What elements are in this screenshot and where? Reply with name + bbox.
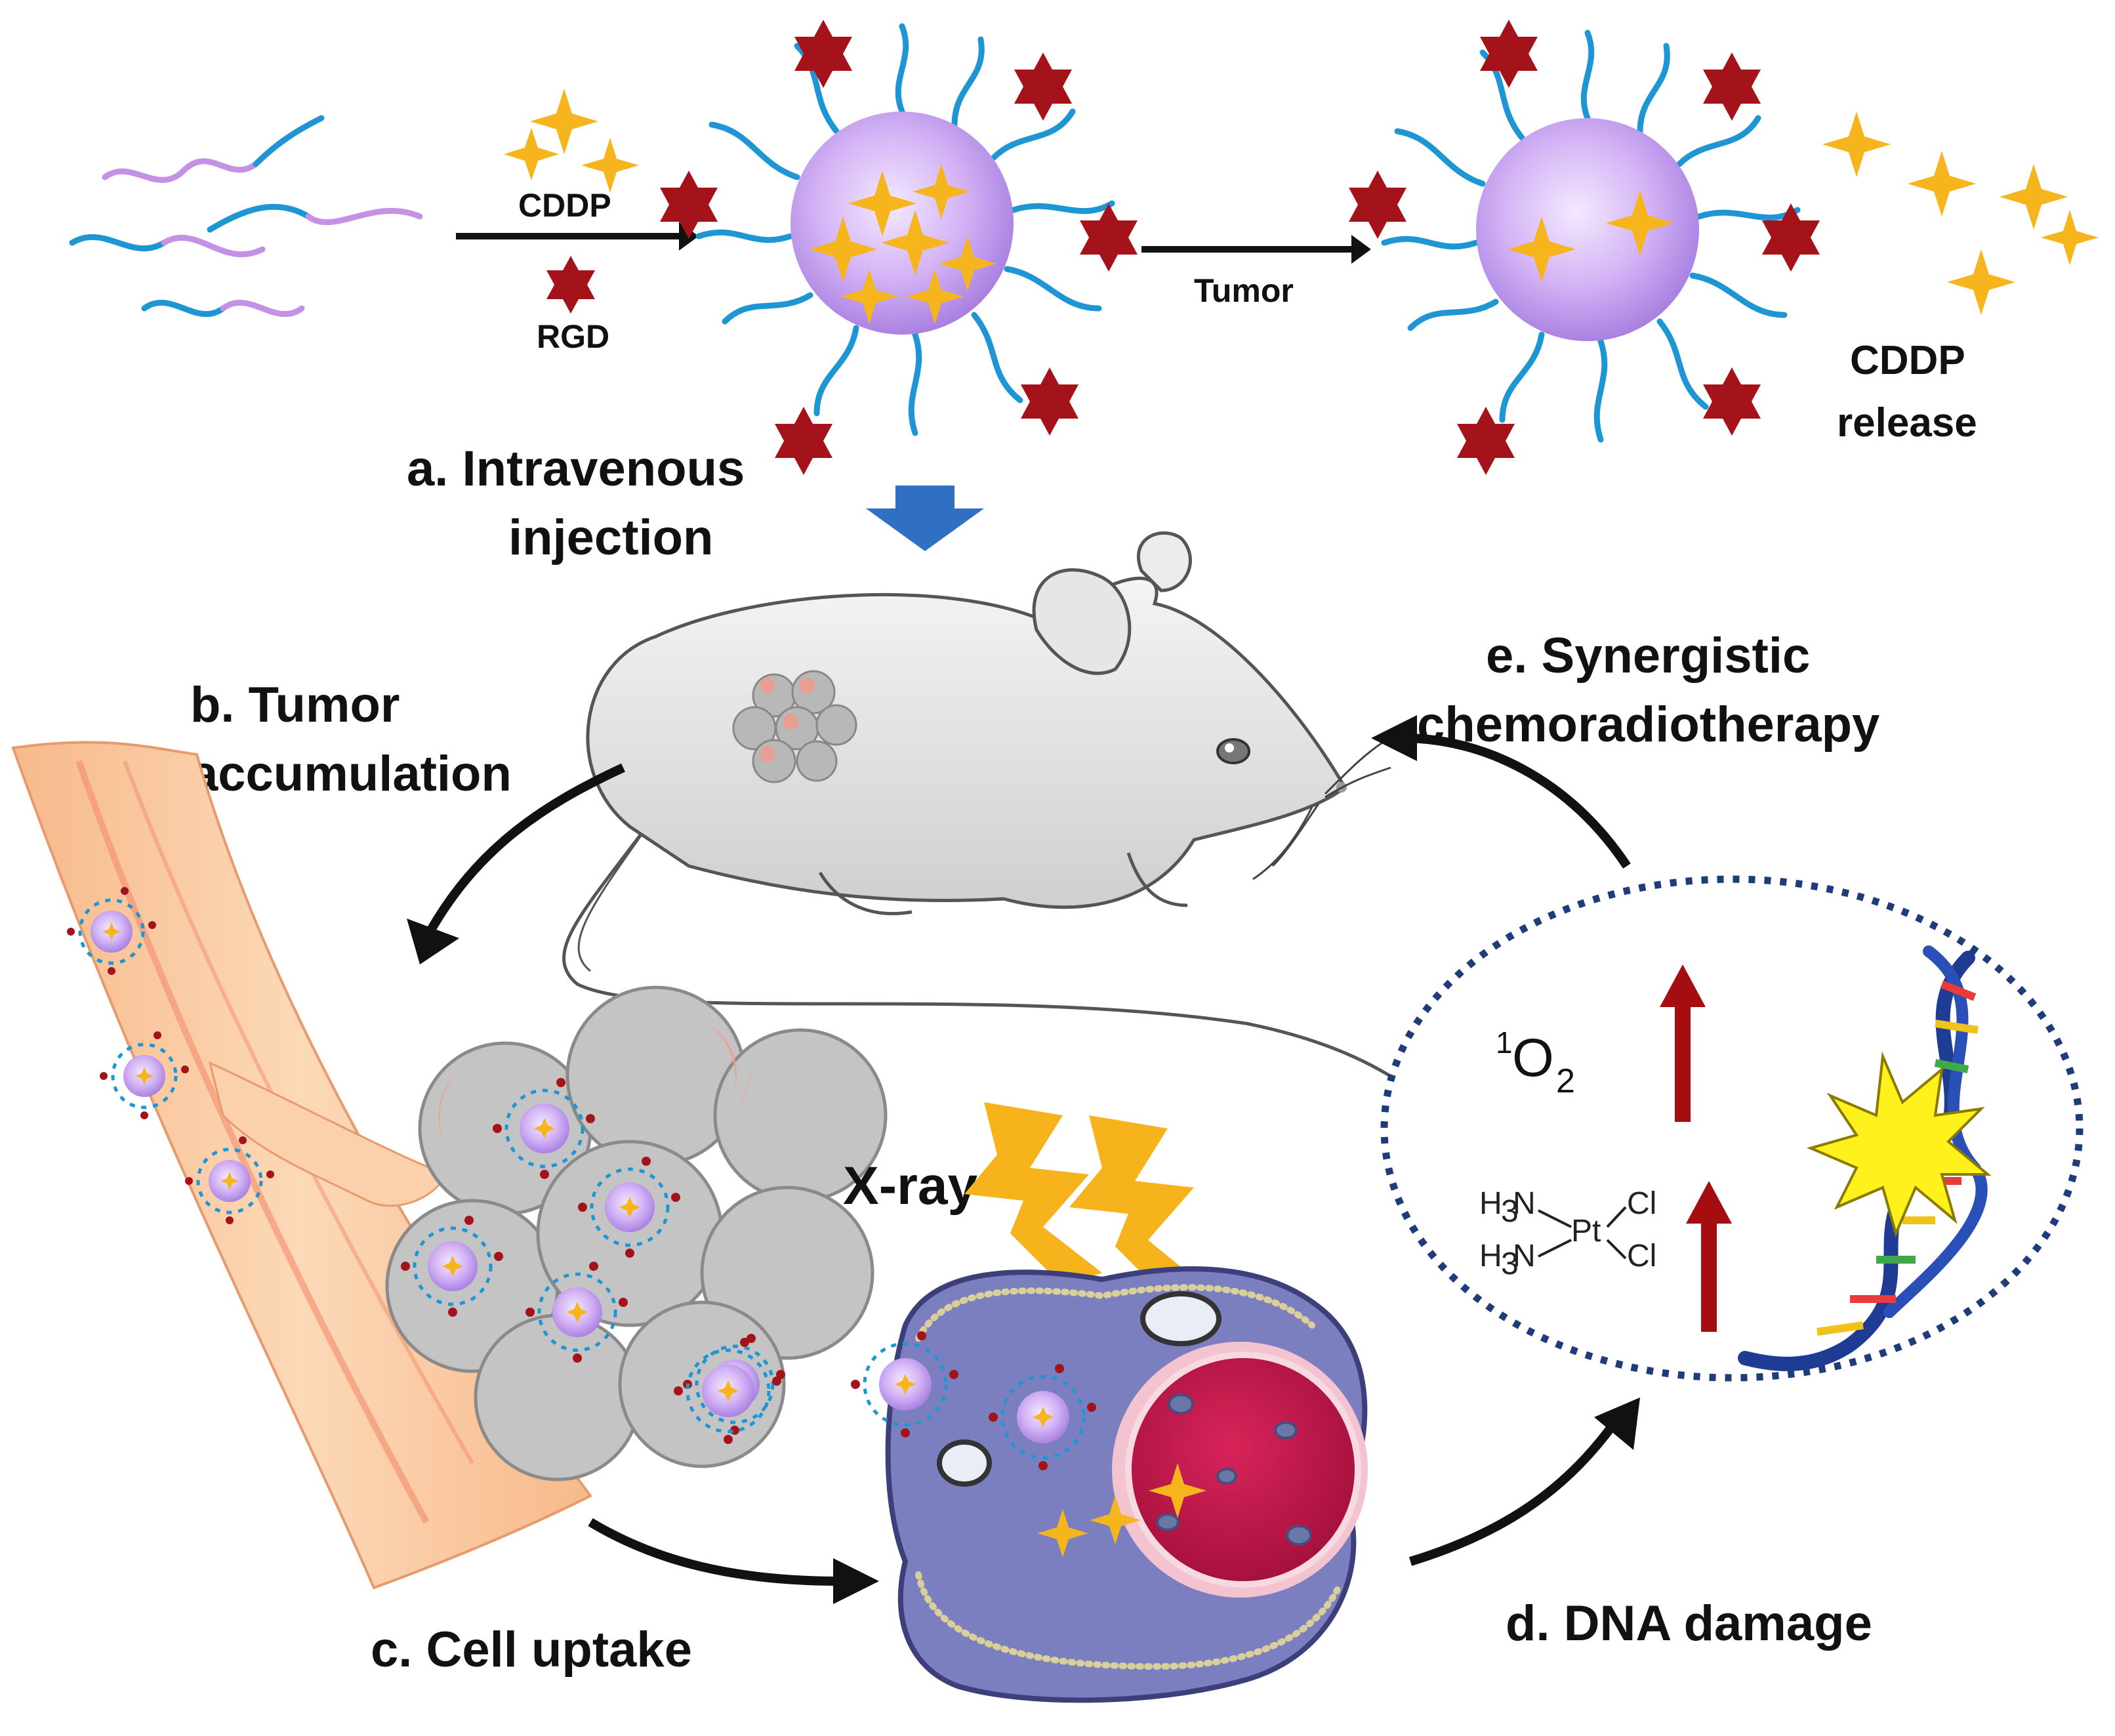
svg-text:N: N — [1513, 1186, 1536, 1221]
released-cddp-stars — [1822, 112, 2099, 315]
singlet-oxygen-superscript: 1 — [1496, 1025, 1513, 1060]
step-d-label: d. DNA damage — [1506, 1596, 1872, 1651]
svg-text:Cl: Cl — [1627, 1186, 1656, 1221]
increase-arrow-icon — [1660, 964, 1732, 1332]
cddp-drug-stars — [504, 89, 639, 193]
nanoparticle-loaded — [695, 23, 1115, 436]
cddp-label: CDDP — [518, 187, 611, 224]
cisplatin-structure: H 3 N H 3 N Pt Cl Cl — [1479, 1186, 1656, 1281]
mouse-icon — [562, 531, 1412, 1091]
nanoparticle-releasing — [1381, 30, 1801, 443]
svg-text:3: 3 — [1501, 1247, 1519, 1281]
singlet-oxygen-label: O — [1512, 1028, 1554, 1088]
step-a-line2: injection — [508, 510, 713, 566]
rgd-stars-np1 — [660, 20, 1138, 475]
tumor-cluster-icon — [385, 985, 888, 1481]
xray-label: X-ray — [843, 1156, 978, 1216]
cancer-cell-icon — [674, 1266, 1368, 1703]
step-b-line2: accumulation — [190, 746, 512, 802]
step-b-line1: b. Tumor — [190, 677, 400, 733]
arrow-d — [1408, 1420, 1618, 1566]
tumor-label: Tumor — [1194, 272, 1294, 309]
step-e-line1: e. Synergistic — [1486, 628, 1810, 684]
down-arrow-icon — [866, 508, 984, 551]
rgd-label: RGD — [537, 318, 609, 355]
svg-text:H: H — [1479, 1239, 1502, 1273]
rgd-star-icon — [546, 256, 595, 314]
svg-text:H: H — [1479, 1186, 1502, 1221]
blood-vessel-icon — [11, 741, 593, 1590]
damage-burst-icon — [1807, 1051, 1992, 1237]
rgd-stars-np2 — [1349, 20, 1820, 475]
arrow-e — [1410, 734, 1631, 869]
svg-text:3: 3 — [1501, 1194, 1519, 1229]
step-e-line2: chemoradiotherapy — [1417, 697, 1879, 753]
singlet-oxygen-subscript: 2 — [1556, 1062, 1575, 1100]
svg-text:Cl: Cl — [1627, 1239, 1656, 1273]
cddp-release-line2: release — [1837, 400, 1977, 445]
svg-text:N: N — [1513, 1239, 1536, 1273]
lightning-bolt-icon — [964, 1102, 1220, 1306]
vessel-nanoparticles — [67, 887, 274, 1224]
cddp-release-line1: CDDP — [1850, 338, 1965, 383]
dna-damage-panel: 1 O 2 H 3 N H 3 N Pt Cl Cl — [1380, 875, 2084, 1382]
arrow-c — [588, 1518, 840, 1586]
arrow-b — [422, 763, 625, 941]
step-a-line1: a. Intravenous — [407, 441, 745, 497]
free-polymer-chains — [69, 115, 423, 318]
step-c-label: c. Cell uptake — [371, 1622, 692, 1678]
svg-text:Pt: Pt — [1571, 1214, 1601, 1249]
